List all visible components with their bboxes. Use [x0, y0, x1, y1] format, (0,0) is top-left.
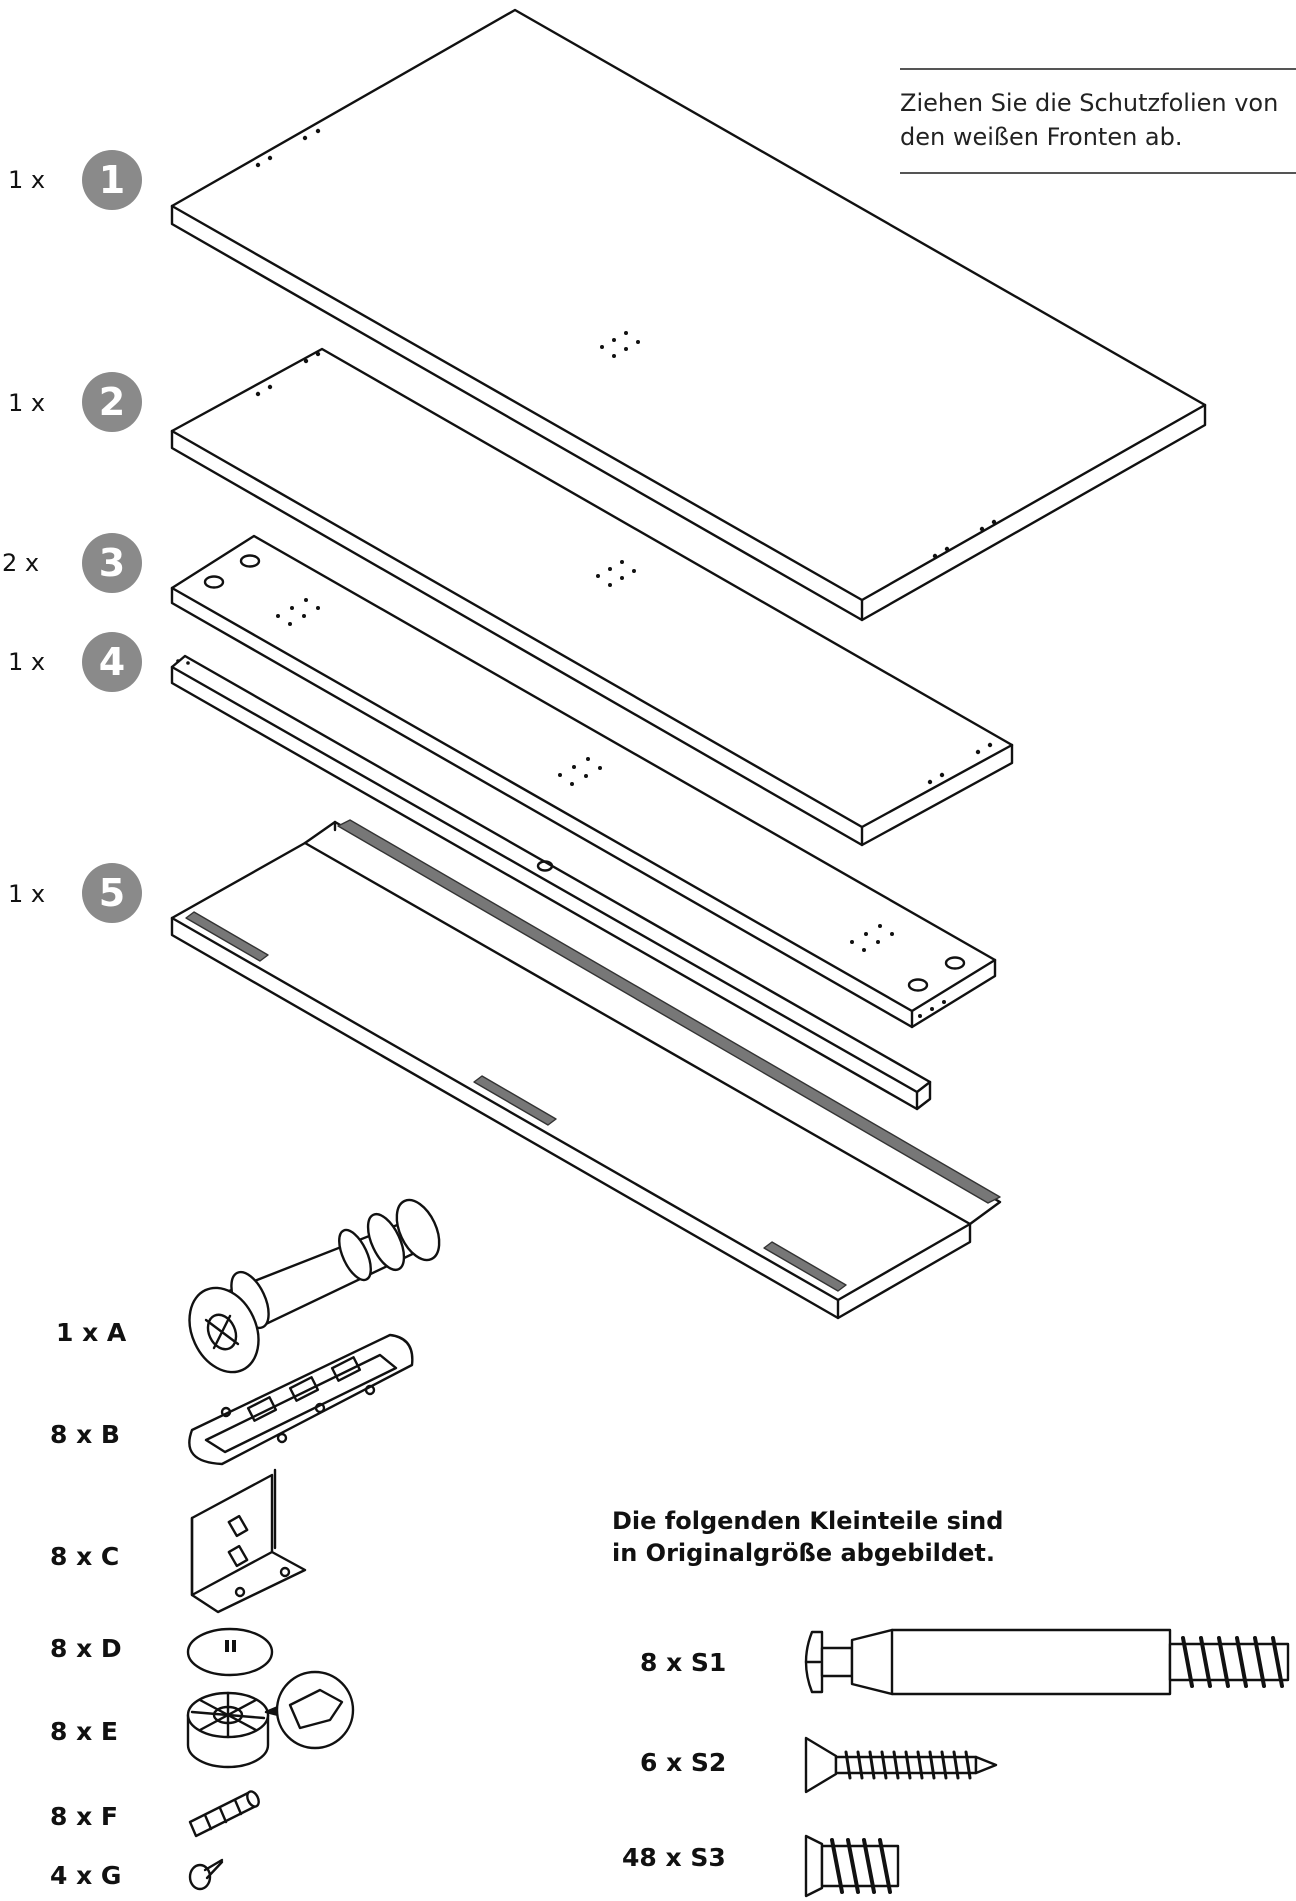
- part-c-bracket-icon: [190, 1468, 307, 1614]
- actual-size-note: Die folgenden Kleinteile sind in Origina…: [612, 1505, 1003, 1569]
- panel-3-quantity: 2 x: [2, 549, 40, 577]
- actual-size-note-line-2: in Originalgröße abgebildet.: [612, 1539, 995, 1567]
- actual-size-note-line-1: Die folgenden Kleinteile sind: [612, 1507, 1004, 1535]
- panel-1-number-badge: 1: [82, 150, 142, 210]
- panel-1-quantity: 1 x: [8, 166, 46, 194]
- part-e-cam-lock-icon: [186, 1670, 355, 1769]
- panel-5-number-badge: 5: [82, 863, 142, 923]
- part-a-leg-icon: [188, 1198, 441, 1374]
- part-b-quantity: 8 x B: [50, 1420, 120, 1449]
- part-e-quantity: 8 x E: [50, 1717, 119, 1746]
- panel-3-number-badge: 3: [82, 533, 142, 593]
- panel-5-quantity: 1 x: [8, 880, 46, 908]
- panel-2-drawing: [170, 347, 1014, 847]
- screw-s2-quantity: 6 x S2: [640, 1748, 727, 1777]
- note-top-rule: [900, 68, 1296, 70]
- screw-s1-icon: [804, 1628, 1290, 1696]
- part-b-plate-icon: [188, 1333, 414, 1466]
- panel-5-drawing: [170, 819, 1002, 1320]
- panel-2-quantity: 1 x: [8, 389, 46, 417]
- part-f-quantity: 8 x F: [50, 1802, 119, 1831]
- protective-film-note-line-2: den weißen Fronten ab.: [900, 123, 1183, 151]
- part-d-disc-icon: [186, 1627, 274, 1677]
- part-d-quantity: 8 x D: [50, 1634, 122, 1663]
- part-f-dowel-icon: [188, 1790, 260, 1838]
- screw-s3-icon: [804, 1834, 900, 1898]
- screw-s1-quantity: 8 x S1: [640, 1648, 727, 1677]
- protective-film-note: Ziehen Sie die Schutzfolien von den weiß…: [900, 86, 1296, 154]
- part-g-quantity: 4 x G: [50, 1861, 122, 1890]
- screw-s2-icon: [804, 1736, 998, 1794]
- part-a-quantity: 1 x A: [56, 1318, 127, 1347]
- note-bottom-rule: [900, 172, 1296, 174]
- panel-4-number-badge: 4: [82, 632, 142, 692]
- panel-2-number-badge: 2: [82, 372, 142, 432]
- panel-3-drawing: [170, 534, 997, 1029]
- panel-1-drawing: [170, 8, 1207, 622]
- part-g-nail-icon: [188, 1858, 224, 1891]
- part-c-quantity: 8 x C: [50, 1542, 120, 1571]
- panel-4-drawing: [170, 654, 932, 1111]
- protective-film-note-line-1: Ziehen Sie die Schutzfolien von: [900, 89, 1279, 117]
- screw-s3-quantity: 48 x S3: [622, 1843, 726, 1872]
- panel-4-quantity: 1 x: [8, 648, 46, 676]
